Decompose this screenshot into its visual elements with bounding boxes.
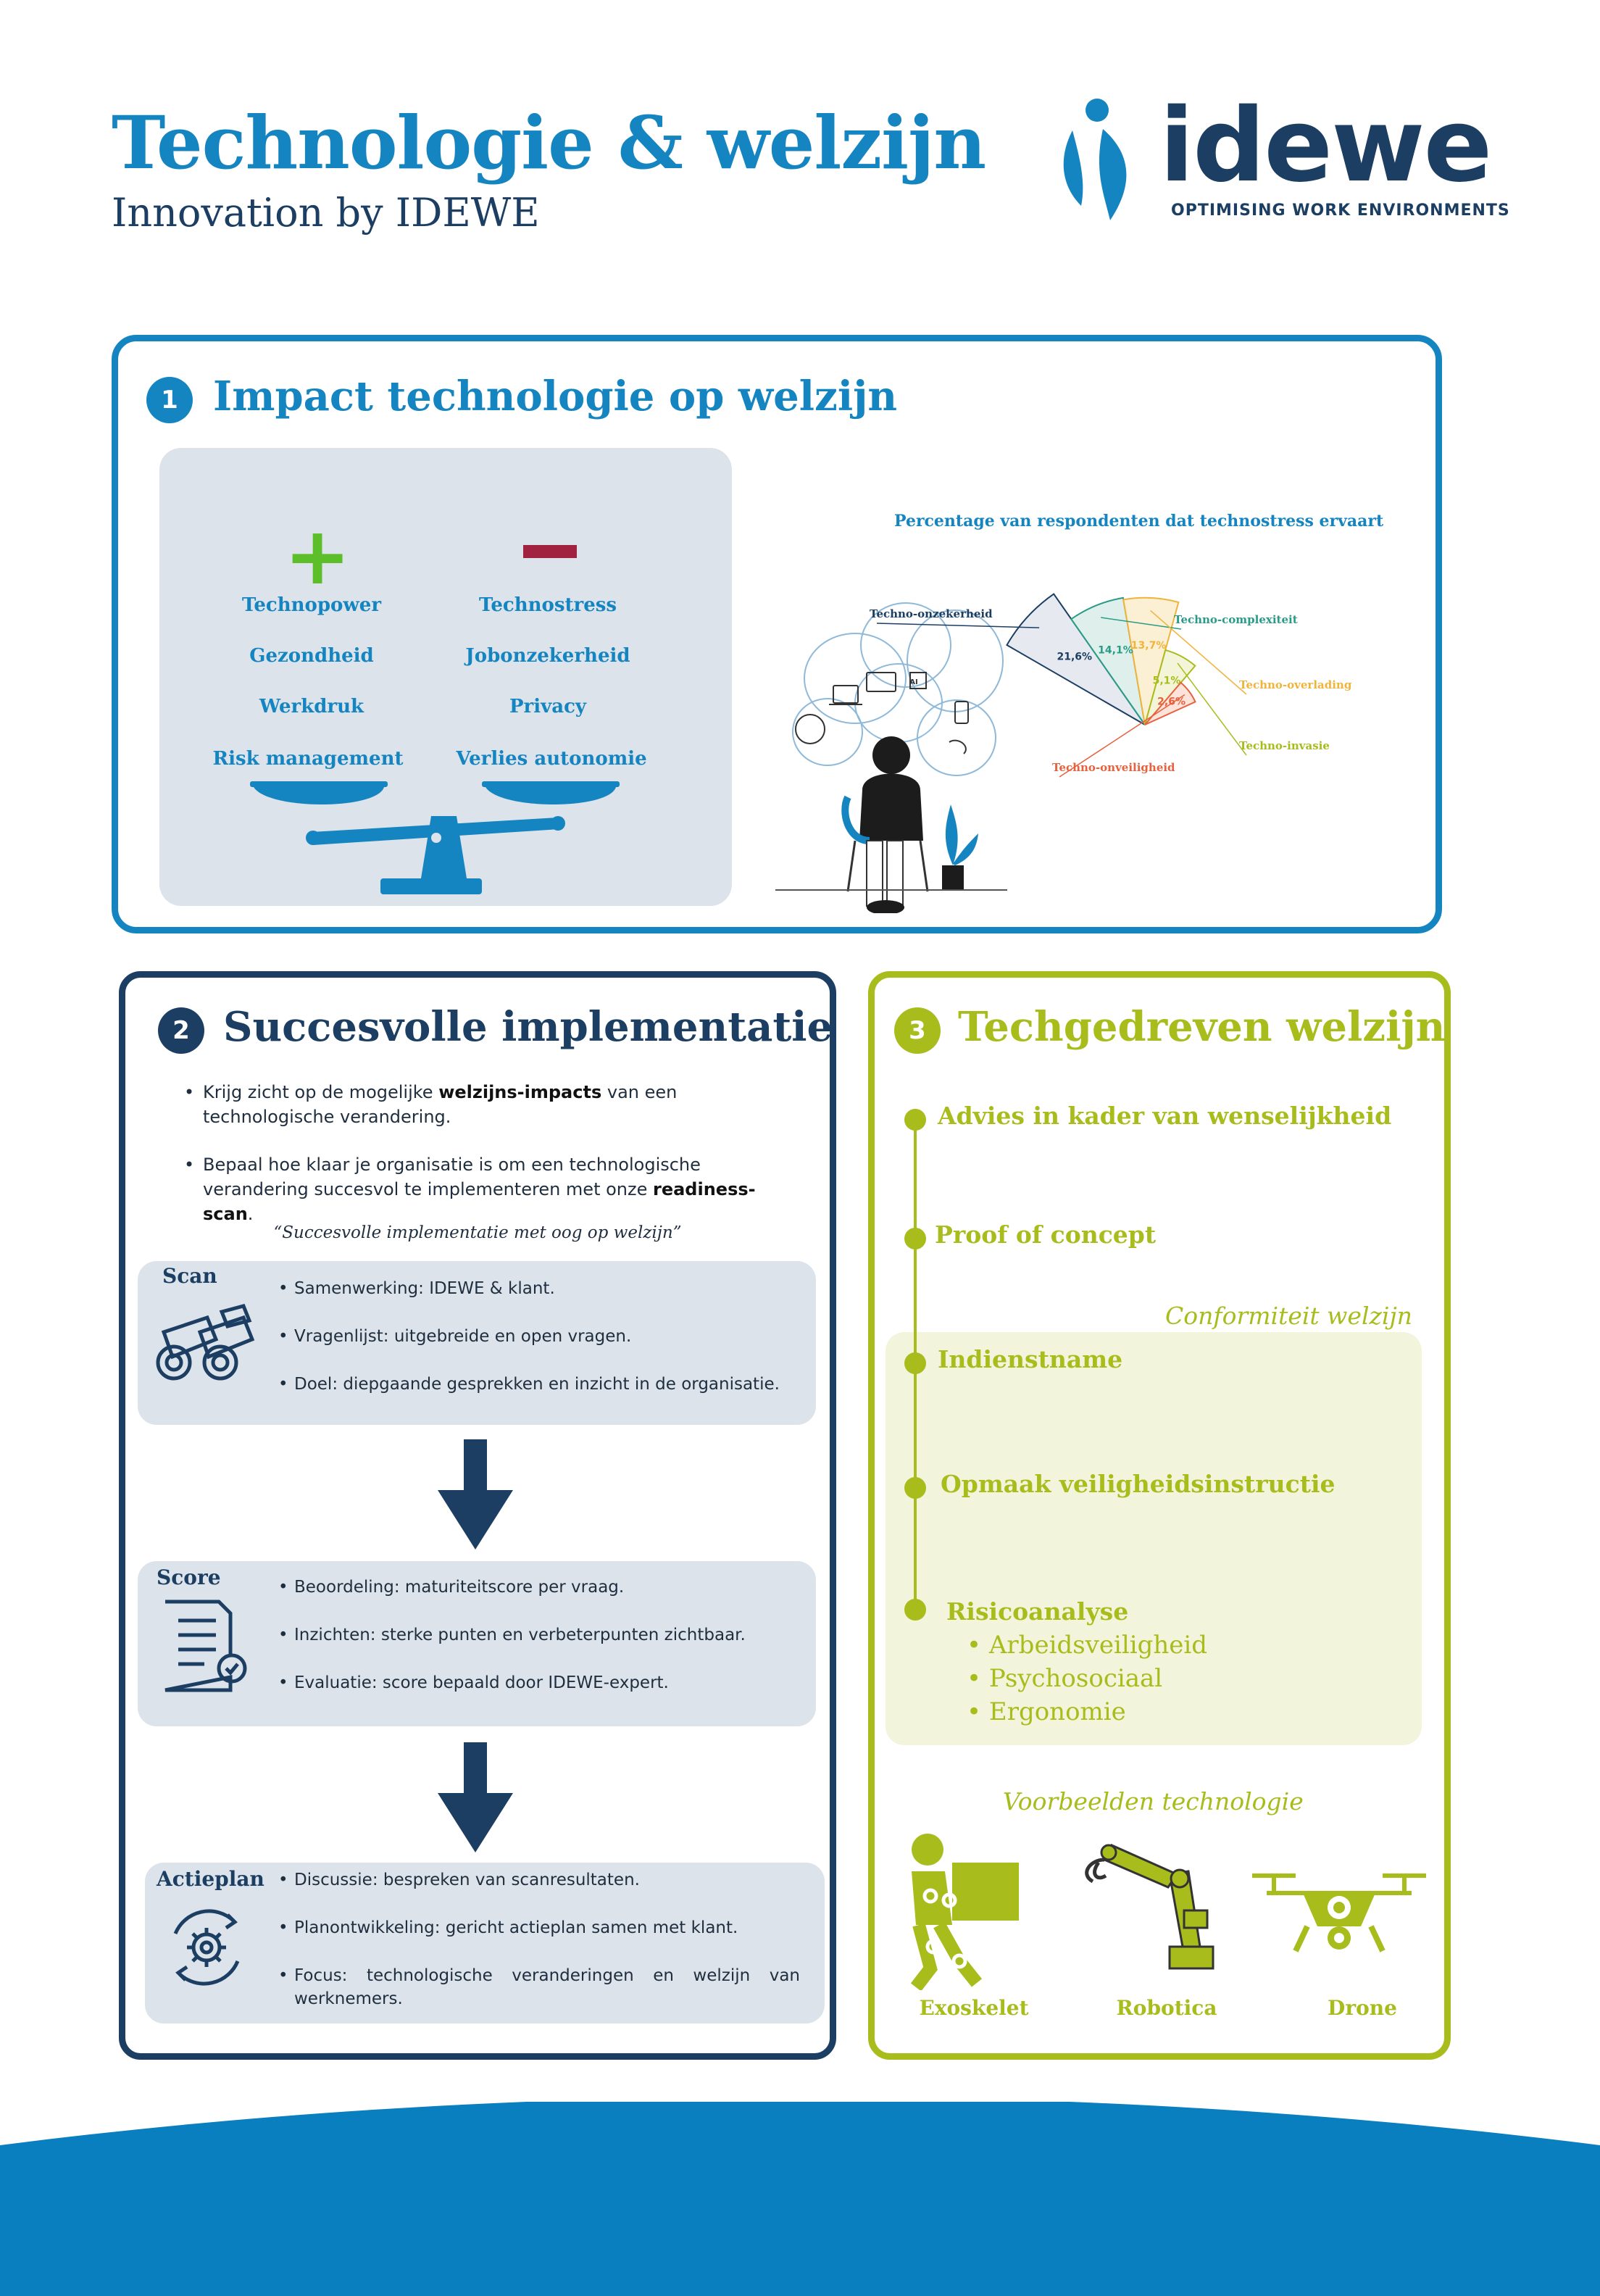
timeline-dot — [904, 1228, 926, 1249]
chart-slice — [1144, 649, 1196, 725]
timeline-item: Indienstname — [938, 1345, 1123, 1373]
chart-leader-line — [1150, 610, 1247, 695]
risk-subitem: • Arbeidsveiligheid — [967, 1631, 1208, 1660]
conformity-panel — [886, 1332, 1422, 1745]
chart-leader-line — [1101, 617, 1182, 630]
exoskeleton-icon — [910, 1834, 1019, 1990]
positive-item: Technopower — [241, 594, 382, 616]
positive-item: Werkdruk — [259, 696, 364, 718]
example-label: Exoskelet — [919, 1996, 1029, 2020]
arrow-down-icon — [438, 1439, 513, 1550]
chart-category-label: Techno-complexiteit — [1174, 613, 1298, 626]
balance-scale-icon — [250, 781, 620, 894]
chart-leader-line — [1177, 662, 1247, 756]
chart-slice — [1122, 596, 1180, 725]
step-score-list: •Beoordeling: maturiteitscore per vraag.… — [278, 1578, 746, 1692]
timeline-item: Risicoanalyse — [946, 1597, 1129, 1626]
negative-item: Verlies autonomie — [456, 748, 647, 770]
timeline-dot — [904, 1477, 926, 1499]
ai-chip-icon: AI — [909, 678, 917, 686]
intro-bullet-2: • Bepaal hoe klaar je organisatie is om … — [184, 1155, 756, 1224]
step-actieplan-label: Actieplan — [157, 1867, 264, 1891]
page-title: Technologie & welzijn — [112, 100, 986, 186]
technostress-chart: AI 21,6% Techno-onzekerheid 14,1% Techno-co… — [775, 593, 1352, 913]
chart-category-label: Techno-overlading — [1239, 678, 1352, 691]
chart-value-label: 21,6% — [1057, 652, 1092, 663]
conformity-label: Conformiteit welzijn — [1165, 1302, 1412, 1330]
robot-arm-icon — [1085, 1844, 1214, 1970]
timeline-item: Opmaak veiligheidsinstructie — [941, 1470, 1336, 1498]
idewe-logo-wordmark: idewe — [1159, 87, 1492, 205]
section-2-number: 2 — [158, 1007, 204, 1054]
section-3-number: 3 — [894, 1007, 941, 1054]
chart-leader-line — [1059, 694, 1186, 778]
page-subtitle: Innovation by IDEWE — [112, 190, 540, 236]
section-3-title: Techgedreven welzijn — [958, 1003, 1446, 1051]
arrow-down-icon — [438, 1742, 513, 1852]
example-label: Robotica — [1116, 1996, 1217, 2020]
section-1-number: 1 — [146, 377, 193, 423]
plus-icon: + — [284, 509, 351, 602]
examples-label: Voorbeelden technologie — [1003, 1787, 1304, 1815]
chart-value-label: 14,1% — [1098, 644, 1133, 656]
section-techdriven — [868, 971, 1451, 2060]
section-1-title: Impact technologie op welzijn — [213, 373, 898, 420]
plant-icon — [942, 804, 978, 890]
positive-item: Gezondheid — [249, 645, 374, 667]
step-actieplan — [145, 1863, 825, 2023]
footer-wave — [0, 2102, 1600, 2296]
timeline-item: Proof of concept — [935, 1220, 1157, 1249]
checklist-document-icon — [164, 1600, 247, 1692]
step-score — [138, 1561, 816, 1726]
step-scan-list: •Samenwerking: IDEWE & klant. •Vragenlij… — [278, 1279, 780, 1394]
gear-cycle-icon — [173, 1909, 240, 1986]
implementation-quote: “Succesvolle implementatie met oog op we… — [273, 1223, 682, 1242]
negative-item: Privacy — [509, 696, 587, 718]
section-impact — [112, 335, 1442, 933]
chart-value-label: 13,7% — [1131, 640, 1167, 652]
timeline-dot — [904, 1599, 926, 1621]
minus-icon — [523, 545, 577, 558]
timeline-dot — [904, 1352, 926, 1374]
example-label: Drone — [1328, 1996, 1397, 2020]
timeline-dot — [904, 1109, 926, 1131]
chart-leader-line — [876, 623, 1040, 628]
negative-item: Jobonzekerheid — [465, 645, 630, 667]
step-actieplan-list: •Discussie: bespreken van scanresultaten… — [278, 1871, 800, 2008]
section-implementation — [119, 971, 836, 2060]
chart-title: Percentage van respondenten dat technost… — [894, 512, 1384, 531]
step-score-label: Score — [157, 1565, 221, 1589]
chart-slice — [1006, 593, 1146, 725]
chart-value-label: 2,6% — [1157, 696, 1186, 707]
drone-icon — [1252, 1873, 1426, 1952]
chart-value-label: 5,1% — [1153, 675, 1181, 686]
chart-category-label: Techno-invasie — [1239, 739, 1330, 752]
step-scan — [138, 1261, 816, 1425]
idewe-logo-tagline: OPTIMISING WORK ENVIRONMENTS — [1171, 201, 1510, 220]
chart-category-label: Techno-onzekerheid — [870, 607, 993, 620]
chart-slice — [1070, 596, 1146, 725]
risk-subitem: • Ergonomie — [967, 1697, 1126, 1726]
positive-item: Risk management — [212, 748, 404, 770]
binoculars-icon — [156, 1304, 255, 1381]
risk-subitem: • Psychosociaal — [967, 1664, 1163, 1693]
step-scan-label: Scan — [162, 1264, 217, 1288]
section-2-title: Succesvolle implementatie — [223, 1003, 833, 1051]
idewe-logo-mark-icon — [1063, 99, 1127, 220]
timeline-item: Advies in kader van wenselijkheid — [938, 1102, 1392, 1130]
negative-item: Technostress — [478, 594, 617, 616]
chart-category-label: Techno-onveiligheid — [1052, 761, 1175, 774]
person-icon — [841, 736, 929, 913]
intro-bullet-1: • Krijg zicht op de mogelijke welzijns-i… — [184, 1082, 678, 1127]
